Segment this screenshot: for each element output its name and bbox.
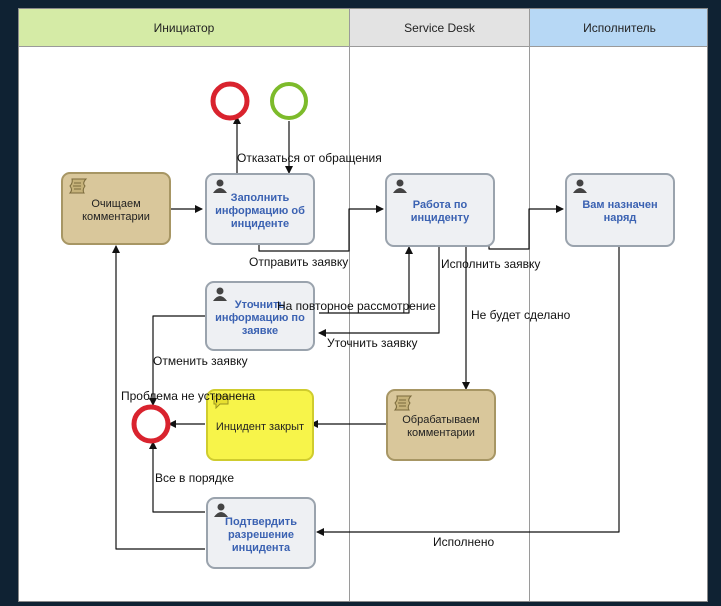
flow-done: [316, 247, 620, 536]
flow-label-all-ok: Все в порядке: [155, 471, 234, 485]
flow-label-cancel: Отменить заявку: [153, 354, 248, 368]
task-label: Уточнить информацию по заявке: [215, 298, 305, 337]
script-icon: [68, 178, 88, 198]
user-icon: [572, 179, 588, 197]
task-label: Инцидент закрыт: [215, 420, 305, 433]
flow-label-send: Отправить заявку: [249, 255, 349, 269]
flow-label-clarify: Уточнить заявку: [327, 336, 418, 350]
flow-cancel: [149, 315, 205, 406]
message-icon: [213, 395, 229, 413]
user-icon: [212, 287, 228, 305]
flow-send: [258, 205, 384, 252]
flow-label-refuse: Отказаться от обращения: [237, 151, 382, 165]
flow-label-wont-do: Не будет сделано: [471, 308, 571, 322]
task-clarify-request: Уточнить информацию по заявке: [205, 281, 315, 351]
task-work-incident: Работа по инциденту: [385, 173, 495, 247]
task-incident-closed: Инцидент закрыт: [206, 389, 314, 461]
flow-clarify: [318, 247, 440, 337]
user-icon: [213, 503, 229, 521]
end-event-refuse: [210, 81, 250, 121]
flow-label-re-review: На повторное рассмотрение: [277, 299, 436, 313]
task-label: Работа по инциденту: [410, 199, 470, 224]
user-icon: [392, 179, 408, 197]
lane-header-service-desk: Service Desk: [350, 9, 529, 47]
flow-label-execute: Исполнить заявку: [441, 257, 541, 271]
flow-label-done: Исполнено: [433, 535, 495, 549]
task-confirm-resolution: Подтвердить разрешение инцидента: [206, 497, 316, 569]
flow-execute: [488, 205, 564, 250]
task-label: Обрабатываем комментарии: [402, 414, 480, 439]
task-clear-comments: Очищаем комментарии: [61, 172, 171, 245]
task-label: Подтвердить разрешение инцидента: [225, 515, 297, 554]
flow-label-not-fixed: Проблема не устранена: [121, 389, 256, 403]
task-fill-incident: Заполнить информацию об инциденте: [205, 173, 315, 245]
task-process-comments: Обрабатываем комментарии: [386, 389, 496, 461]
task-label: Очищаем комментарии: [82, 197, 150, 223]
lane-divider: [529, 9, 530, 601]
end-event-closed: [131, 404, 171, 444]
sequence-flows: [112, 81, 620, 550]
bpmn-diagram: Инициатор Service Desk Исполнитель: [18, 8, 708, 602]
user-icon: [212, 179, 228, 197]
flow-not-fixed: [112, 245, 205, 550]
task-label: Вам назначен наряд: [582, 199, 658, 224]
flow-all-ok: [149, 441, 205, 513]
task-assigned-order: Вам назначен наряд: [565, 173, 675, 247]
lane-header-executor: Исполнитель: [530, 9, 707, 47]
lane-header-initiator: Инициатор: [19, 9, 349, 47]
task-label: Заполнить информацию об инциденте: [215, 191, 305, 230]
start-event: [270, 82, 308, 120]
lane-divider: [349, 9, 350, 601]
flow-re-review: [319, 246, 413, 314]
script-icon: [393, 395, 413, 415]
